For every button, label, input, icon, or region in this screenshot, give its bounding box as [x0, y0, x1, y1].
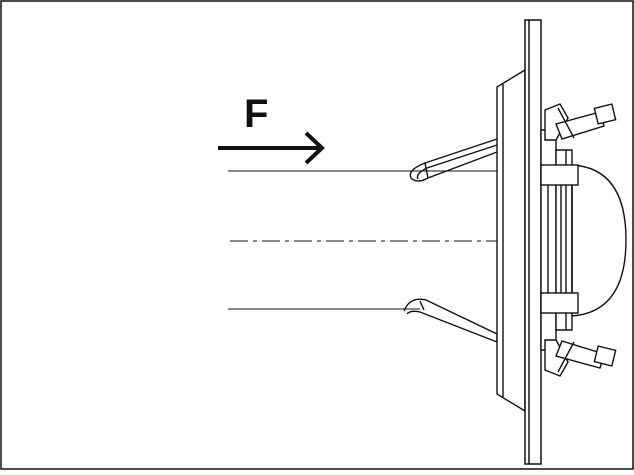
upper-pin-assembly [544, 103, 617, 141]
flange-body [496, 68, 526, 413]
lower-pin-assembly [544, 339, 617, 377]
force-label: F [244, 92, 268, 136]
force-arrow [218, 131, 325, 165]
plate-detail-marks [541, 164, 578, 314]
upper-spring-clip [409, 138, 498, 182]
connector-housing [540, 129, 627, 351]
mounting-plate [524, 19, 542, 465]
